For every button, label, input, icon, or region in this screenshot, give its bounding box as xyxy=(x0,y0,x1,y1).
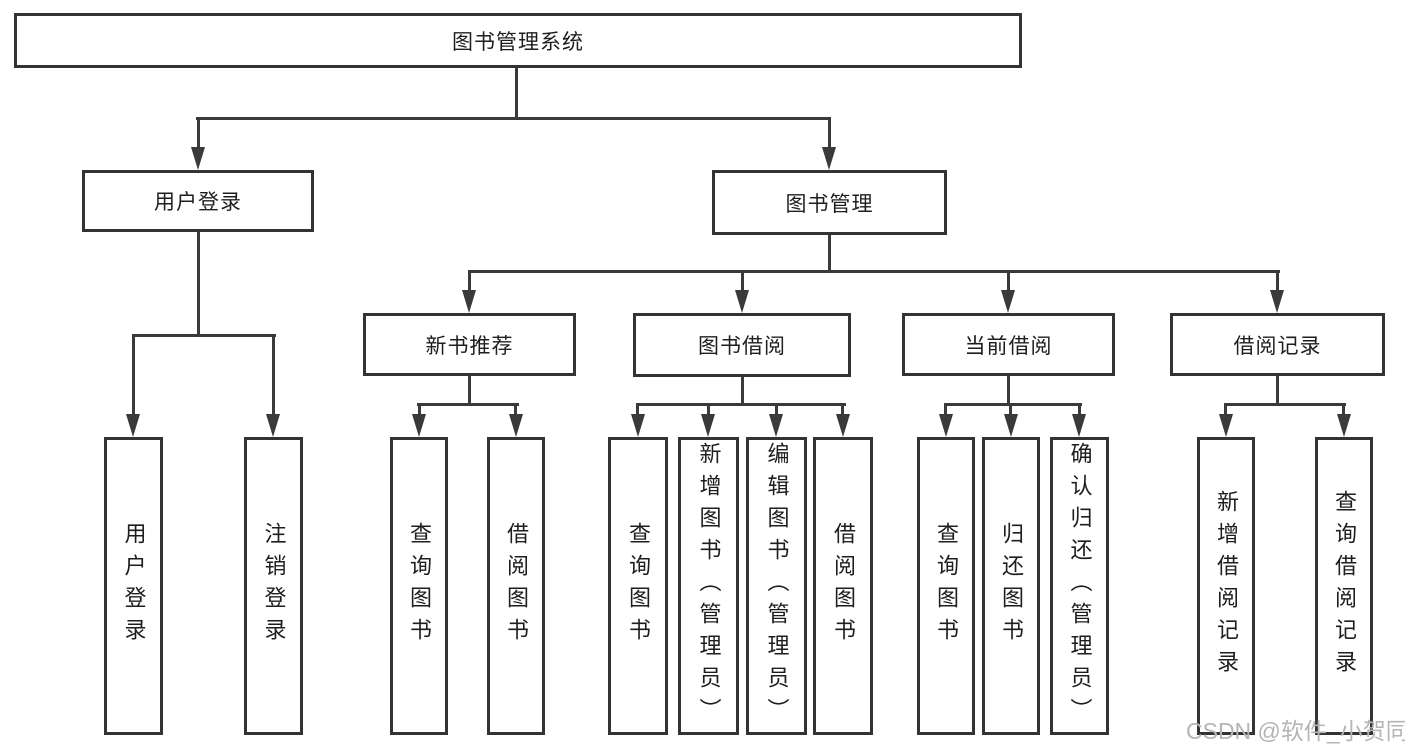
node-label-leaf-query-borrow-record: 查询借阅记录 xyxy=(1332,490,1357,682)
connector-vline xyxy=(1009,403,1012,417)
connector-vline xyxy=(636,403,639,417)
node-box-leaf-borrow-book-2: 借阅图书 xyxy=(813,437,873,735)
connector-vline xyxy=(197,117,200,150)
connector-vline xyxy=(468,376,471,406)
node-label-leaf-borrow-book-2: 借阅图书 xyxy=(831,522,856,650)
node-label-library-system: 图书管理系统 xyxy=(452,30,584,54)
connector-hline xyxy=(1224,403,1346,406)
connector-vline xyxy=(1224,403,1227,417)
connector-vline xyxy=(707,403,710,417)
node-box-leaf-query-book-3: 查询图书 xyxy=(917,437,975,735)
node-box-leaf-query-book-1: 查询图书 xyxy=(390,437,448,735)
connector-vline xyxy=(775,403,778,417)
node-box-leaf-edit-book-admin: 编辑图书（管理员） xyxy=(746,437,807,735)
connector-hline xyxy=(944,403,1082,406)
arrowhead-down xyxy=(822,147,836,170)
node-box-new-book-recommend: 新书推荐 xyxy=(363,313,576,376)
arrowhead-down xyxy=(939,414,953,437)
node-label-borrow-records: 借阅记录 xyxy=(1233,334,1322,358)
arrowhead-down xyxy=(1072,414,1086,437)
arrowhead-down xyxy=(836,414,850,437)
node-box-leaf-logout: 注销登录 xyxy=(244,437,303,735)
connector-hline xyxy=(196,117,831,120)
connector-hline xyxy=(468,270,1280,273)
connector-vline xyxy=(468,270,471,291)
connector-vline xyxy=(741,377,744,406)
node-label-current-borrowing: 当前借阅 xyxy=(964,334,1053,358)
connector-vline xyxy=(1007,270,1010,291)
node-box-leaf-add-borrow-record: 新增借阅记录 xyxy=(1197,437,1255,735)
node-label-leaf-borrow-book-1: 借阅图书 xyxy=(504,522,529,650)
node-box-book-management: 图书管理 xyxy=(712,170,947,235)
connector-vline xyxy=(418,403,421,417)
node-box-leaf-query-borrow-record: 查询借阅记录 xyxy=(1315,437,1373,735)
arrowhead-down xyxy=(701,414,715,437)
arrowhead-down xyxy=(1270,290,1284,313)
watermark: CSDN @软件_小贺同学 xyxy=(1186,718,1405,744)
node-box-leaf-confirm-return-admin: 确认归还（管理员） xyxy=(1050,437,1109,735)
connector-vline xyxy=(1007,376,1010,406)
node-box-library-system: 图书管理系统 xyxy=(14,13,1022,68)
arrowhead-down xyxy=(126,414,140,437)
connector-vline xyxy=(828,117,831,150)
node-label-leaf-query-book-2: 查询图书 xyxy=(626,522,651,650)
connector-vline xyxy=(828,235,831,273)
connector-vline xyxy=(272,334,275,416)
connector-vline xyxy=(197,232,200,336)
node-label-leaf-user-login: 用户登录 xyxy=(121,522,147,650)
connector-vline xyxy=(514,403,517,417)
connector-vline xyxy=(841,403,844,417)
node-box-leaf-borrow-book-1: 借阅图书 xyxy=(487,437,545,735)
arrowhead-down xyxy=(412,414,426,437)
node-label-leaf-return-book: 归还图书 xyxy=(999,522,1024,650)
node-label-leaf-edit-book-admin: 编辑图书（管理员） xyxy=(764,442,790,730)
connector-vline xyxy=(1078,403,1081,417)
arrowhead-down xyxy=(769,414,783,437)
connector-hline xyxy=(132,334,276,337)
node-label-leaf-query-book-3: 查询图书 xyxy=(934,522,959,650)
arrowhead-down xyxy=(1337,414,1351,437)
node-box-book-borrowing: 图书借阅 xyxy=(633,313,851,377)
node-label-leaf-query-book-1: 查询图书 xyxy=(407,522,432,650)
connector-vline xyxy=(944,403,947,417)
node-box-user-login-group: 用户登录 xyxy=(82,170,314,232)
node-label-book-borrowing: 图书借阅 xyxy=(698,335,786,358)
node-label-leaf-confirm-return-admin: 确认归还（管理员） xyxy=(1067,442,1093,730)
arrowhead-down xyxy=(266,414,280,437)
node-label-leaf-logout: 注销登录 xyxy=(261,522,287,650)
connector-vline xyxy=(1342,403,1345,417)
connector-vline xyxy=(515,68,518,119)
arrowhead-down xyxy=(1001,290,1015,313)
connector-vline xyxy=(1276,376,1279,406)
connector-vline xyxy=(1276,270,1279,291)
node-label-book-management: 图书管理 xyxy=(785,192,874,216)
arrowhead-down xyxy=(191,147,205,170)
connector-hline xyxy=(417,403,519,406)
connector-vline xyxy=(132,334,135,416)
arrowhead-down xyxy=(509,414,523,437)
node-box-leaf-user-login: 用户登录 xyxy=(104,437,163,735)
arrowhead-down xyxy=(462,290,476,313)
node-label-leaf-add-borrow-record: 新增借阅记录 xyxy=(1214,490,1239,682)
node-label-user-login-group: 用户登录 xyxy=(154,191,242,214)
arrowhead-down xyxy=(631,414,645,437)
node-label-leaf-add-book-admin: 新增图书（管理员） xyxy=(696,442,722,730)
node-box-leaf-add-book-admin: 新增图书（管理员） xyxy=(678,437,739,735)
node-box-leaf-return-book: 归还图书 xyxy=(982,437,1040,735)
arrowhead-down xyxy=(1219,414,1233,437)
node-box-current-borrowing: 当前借阅 xyxy=(902,313,1115,376)
arrowhead-down xyxy=(1004,414,1018,437)
node-box-leaf-query-book-2: 查询图书 xyxy=(608,437,668,735)
connector-vline xyxy=(741,270,744,291)
connector-hline xyxy=(636,403,846,406)
node-label-new-book-recommend: 新书推荐 xyxy=(425,334,514,358)
node-box-borrow-records: 借阅记录 xyxy=(1170,313,1385,376)
arrowhead-down xyxy=(735,290,749,313)
